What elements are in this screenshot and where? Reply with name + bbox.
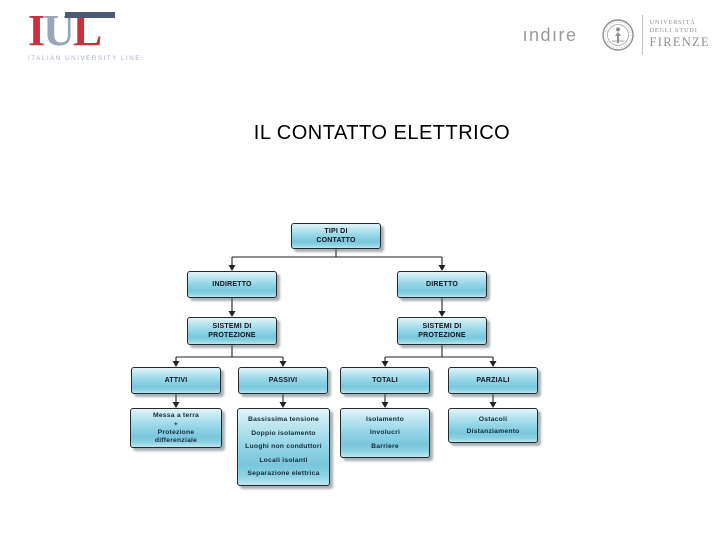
- unifi-line3: FIRENZE: [649, 35, 710, 50]
- iul-logo-subtitle: ITALIAN UNIVERSITY LINE: [28, 55, 141, 63]
- iul-letter-i: I: [28, 6, 45, 55]
- unifi-divider: [641, 15, 643, 55]
- leaf-line: Distanziamento: [466, 428, 520, 436]
- slide-title: IL CONTATTO ELETTRICO: [253, 122, 511, 144]
- unifi-wordmark: UNIVERSITÀ DEGLI STUDI FIRENZE: [650, 19, 711, 51]
- node-label: SISTEMI DI PROTEZIONE: [208, 322, 256, 339]
- leaf-passivi-methods: Bassissima tensione Doppio isolamento Lu…: [237, 408, 330, 486]
- leaf-parziali-methods: Ostacoli Distanziamento: [448, 408, 538, 443]
- node-totali: TOTALI: [340, 367, 430, 394]
- leaf-line: Luoghi non conduttori: [245, 443, 322, 451]
- leaf-line: Messa a terra: [152, 412, 200, 419]
- leaf-line: differenziale: [154, 437, 198, 445]
- node-label: INDIRETTO: [212, 280, 252, 288]
- node-label: TIPI DI CONTATTO: [316, 227, 356, 244]
- header-logos: ındıre UNIVERSITÀ DEGLI STUDI FIRENZE: [522, 14, 710, 56]
- node-sistemi-di-protezione-left: SISTEMI DI PROTEZIONE: [187, 317, 277, 345]
- unifi-line1: UNIVERSITÀ: [649, 18, 696, 26]
- node-parziali: PARZIALI: [448, 367, 538, 394]
- node-tipi-di-contatto: TIPI DI CONTATTO: [291, 223, 381, 249]
- leaf-line: Barriere: [371, 442, 399, 450]
- leaf-line: Protezione: [157, 429, 195, 437]
- iul-logo-bar: [65, 12, 115, 18]
- node-diretto: DIRETTO: [397, 271, 487, 298]
- node-label: ATTIVI: [164, 376, 188, 384]
- leaf-attivi-methods: Messa a terra + Protezione differenziale: [130, 408, 222, 448]
- leaf-line: +: [173, 421, 179, 429]
- indire-logo: ındıre: [522, 24, 578, 45]
- node-label: SISTEMI DI PROTEZIONE: [418, 322, 466, 339]
- iul-logo: IUL ITALIAN UNIVERSITY LINE: [28, 6, 141, 63]
- node-attivi: ATTIVI: [131, 367, 221, 394]
- node-label: PARZIALI: [476, 376, 510, 384]
- leaf-line: Isolamento: [366, 416, 404, 424]
- leaf-line: Bassissima tensione: [247, 416, 320, 424]
- node-label: PASSIVI: [268, 376, 298, 384]
- node-indiretto: INDIRETTO: [187, 271, 277, 298]
- node-label: TOTALI: [372, 376, 398, 384]
- leaf-line: Doppio isolamento: [251, 429, 316, 437]
- node-sistemi-di-protezione-right: SISTEMI DI PROTEZIONE: [397, 317, 487, 345]
- leaf-totali-methods: Isolamento Involucri Barriere: [340, 408, 430, 458]
- node-label: DIRETTO: [426, 280, 458, 288]
- node-passivi: PASSIVI: [238, 367, 328, 394]
- leaf-line: Involucri: [369, 429, 401, 437]
- unifi-line2: DEGLI STUDI: [649, 26, 698, 34]
- iul-logo-letters: IUL: [28, 6, 138, 55]
- leaf-line: Locali isolanti: [259, 456, 308, 464]
- leaf-line: Separazione elettrica: [247, 470, 320, 478]
- unifi-seal-icon: [601, 19, 634, 51]
- unifi-logo: UNIVERSITÀ DEGLI STUDI FIRENZE: [601, 14, 711, 56]
- leaf-line: Ostacoli: [478, 415, 508, 423]
